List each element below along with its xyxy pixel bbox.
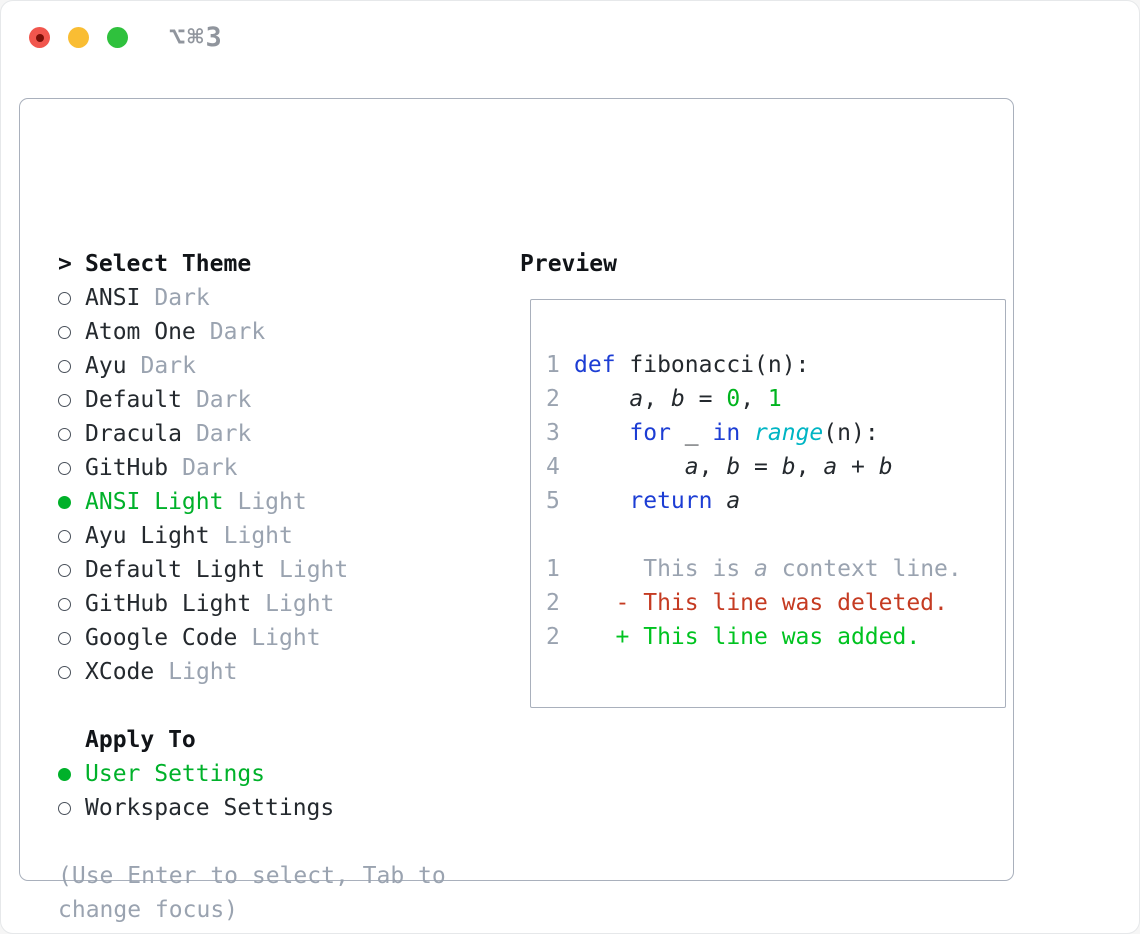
spacer <box>58 689 488 723</box>
theme-variant-label: Light <box>251 625 321 651</box>
spacer <box>58 825 488 859</box>
theme-option-label: Atom One <box>85 319 196 345</box>
radio-icon <box>58 801 71 815</box>
radio-icon <box>58 461 71 475</box>
theme-option-dracula[interactable]: Dracula Dark <box>58 417 488 451</box>
radio-icon <box>58 597 71 611</box>
code-line: 2 a, b = 0, 1 <box>546 382 1005 416</box>
theme-option-label: Ayu Light <box>85 523 210 549</box>
chevron-right-icon: > <box>58 251 72 277</box>
theme-option-label: Dracula <box>85 421 182 447</box>
line-number: 2 <box>546 386 560 412</box>
code-line <box>546 518 1005 552</box>
radio-icon <box>58 563 71 577</box>
apply-option-label: User Settings <box>85 761 266 787</box>
apply-option-user-settings[interactable]: User Settings <box>58 757 488 791</box>
theme-option-ansi[interactable]: ANSI Dark <box>58 281 488 315</box>
code-line: 3 for _ in range(n): <box>546 416 1005 450</box>
code-line: 1 This is a context line. <box>546 552 1005 586</box>
theme-option-label: Ayu <box>85 353 127 379</box>
theme-option-label: ANSI Light <box>85 489 224 515</box>
titlebar: ⌥⌘3 <box>1 1 1139 73</box>
theme-option-label: GitHub Light <box>85 591 252 617</box>
theme-variant-label: Dark <box>195 421 252 447</box>
radio-icon <box>58 529 71 543</box>
theme-option-default-light[interactable]: Default Light Light <box>58 553 488 587</box>
theme-variant-label: Dark <box>182 455 238 481</box>
theme-option-github[interactable]: GitHub Dark <box>58 451 488 485</box>
zoom-button[interactable] <box>107 27 128 48</box>
theme-variant-label: Light <box>265 591 335 617</box>
theme-option-label: Default <box>85 387 182 413</box>
theme-option-ansi-light[interactable]: ANSI Light Light <box>58 485 488 519</box>
theme-variant-label: Dark <box>140 353 196 379</box>
theme-option-label: Google Code <box>85 625 238 651</box>
theme-variant-label: Dark <box>209 319 266 345</box>
code-line: 2 + This line was added. <box>546 620 1005 654</box>
code-line: 4 a, b = b, a + b <box>546 450 1005 484</box>
theme-option-github-light[interactable]: GitHub Light Light <box>58 587 488 621</box>
apply-to-title: Apply To <box>85 727 196 753</box>
radio-icon <box>58 631 71 645</box>
line-number: 2 <box>546 624 560 650</box>
line-number: 1 <box>546 352 560 378</box>
theme-option-ayu[interactable]: Ayu Dark <box>58 349 488 383</box>
radio-icon <box>58 359 71 373</box>
line-number: 4 <box>546 454 560 480</box>
radio-icon <box>58 325 71 339</box>
line-number: 5 <box>546 488 560 514</box>
code-line: 2 - This line was deleted. <box>546 586 1005 620</box>
window-shortcut-label: ⌥⌘3 <box>169 22 224 53</box>
theme-option-default[interactable]: Default Dark <box>58 383 488 417</box>
line-number: 1 <box>546 556 560 582</box>
help-text: (Use Enter to select, Tab to change focu… <box>58 863 446 923</box>
radio-selected-icon <box>58 495 71 509</box>
theme-variant-label: Light <box>279 557 349 583</box>
preview-title: Preview <box>520 251 617 277</box>
theme-option-google-code[interactable]: Google Code Light <box>58 621 488 655</box>
theme-option-label: XCode <box>85 659 155 685</box>
radio-selected-icon <box>58 767 71 781</box>
theme-variant-label: Dark <box>154 285 210 311</box>
radio-icon <box>58 427 71 441</box>
theme-variant-label: Dark <box>195 387 252 413</box>
line-number: 2 <box>546 590 560 616</box>
radio-icon <box>58 665 71 679</box>
code-line: 5 return a <box>546 484 1005 518</box>
apply-to-header: Apply To <box>58 723 488 757</box>
line-number: 3 <box>546 420 560 446</box>
theme-option-xcode[interactable]: XCode Light <box>58 655 488 689</box>
radio-icon <box>58 393 71 407</box>
theme-option-label: ANSI <box>85 285 141 311</box>
theme-option-label: GitHub <box>85 455 169 481</box>
select-theme-header: > Select Theme <box>58 247 488 281</box>
theme-variant-label: Light <box>168 659 238 685</box>
theme-variant-label: Light <box>223 523 293 549</box>
apply-option-workspace-settings[interactable]: Workspace Settings <box>58 791 488 825</box>
theme-option-ayu-light[interactable]: Ayu Light Light <box>58 519 488 553</box>
close-button[interactable] <box>29 27 50 48</box>
page-title: Select Theme <box>85 251 252 277</box>
minimize-button[interactable] <box>68 27 89 48</box>
radio-icon <box>58 291 71 305</box>
theme-option-atom-one[interactable]: Atom One Dark <box>58 315 488 349</box>
apply-option-label: Workspace Settings <box>85 795 335 821</box>
theme-variant-label: Light <box>237 489 307 515</box>
theme-option-label: Default Light <box>85 557 266 583</box>
